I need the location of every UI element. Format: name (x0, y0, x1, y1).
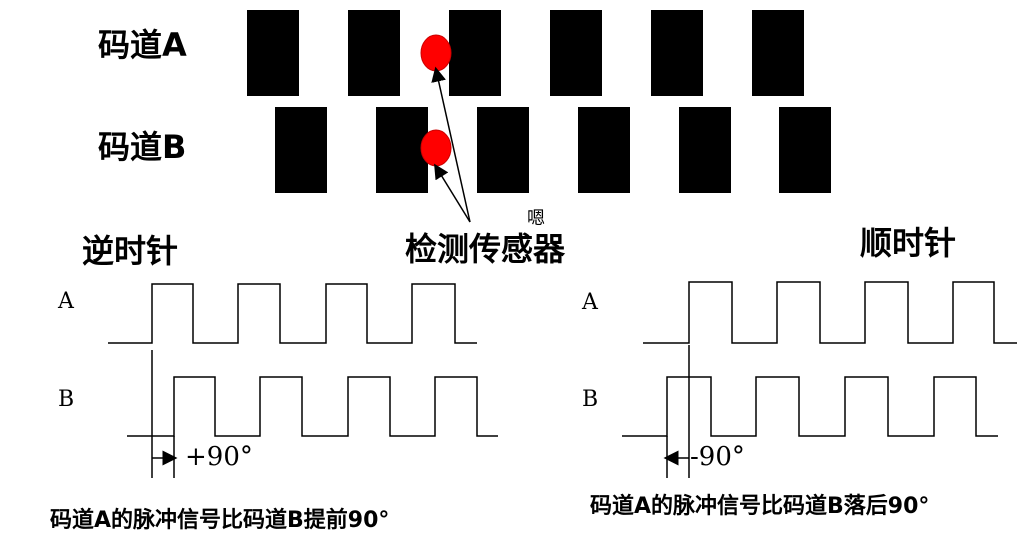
track-a-label: 码道A (98, 26, 187, 64)
track-b-bar (578, 107, 630, 193)
cw-label: 顺时针 (860, 224, 957, 262)
track-b-bars (275, 107, 831, 193)
waveform-cw-a (643, 281, 1017, 344)
phase-cw-label: -90° (690, 442, 745, 472)
sensor-label: 检测传感器 (405, 230, 566, 268)
waveform-ccw-a (108, 283, 477, 344)
track-a-bar (651, 10, 703, 96)
track-a-bar (348, 10, 400, 96)
track-b-label: 码道B (98, 128, 187, 166)
waveform-cw (622, 281, 1017, 478)
track-b-bar (679, 107, 731, 193)
cw-signal-b-label: B (582, 387, 599, 412)
arrow-to-dot-a (431, 66, 471, 223)
waveform-cw-b (622, 376, 998, 437)
stray-char: 嗯 (527, 208, 545, 229)
ccw-signal-a-label: A (58, 289, 74, 314)
caption-ccw: 码道A的脉冲信号比码道B提前90° (50, 508, 390, 533)
arrow-to-dot-b (434, 163, 471, 223)
track-a-bar (752, 10, 804, 96)
track-a-bars (247, 10, 804, 96)
caption-cw: 码道A的脉冲信号比码道B落后90° (590, 494, 930, 519)
sensor-dot-b (420, 129, 452, 167)
track-b-bar (376, 107, 428, 193)
track-a-bar (247, 10, 299, 96)
waveform-ccw-b (127, 376, 498, 437)
phase-ccw-label: +90° (185, 442, 253, 472)
track-a-bar (550, 10, 602, 96)
track-b-bar (477, 107, 529, 193)
ccw-signal-b-label: B (58, 387, 75, 412)
cw-signal-a-label: A (582, 290, 598, 315)
track-b-bar (779, 107, 831, 193)
waveform-ccw (108, 283, 498, 478)
ccw-label: 逆时针 (82, 232, 179, 270)
track-b-bar (275, 107, 327, 193)
sensor-dot-a (420, 34, 452, 72)
track-a-bar (449, 10, 501, 96)
